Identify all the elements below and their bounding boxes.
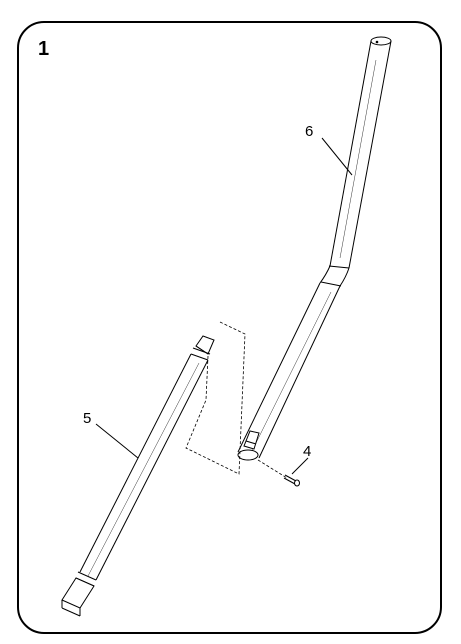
part-callout-4: 4 — [303, 443, 312, 460]
part-5-lower-tube — [61, 335, 215, 617]
panel-border — [17, 21, 442, 634]
leader-line-5 — [95, 423, 139, 459]
part-callout-6: 6 — [305, 123, 314, 140]
part-callout-5: 5 — [83, 410, 92, 427]
part-6-upper-tube — [237, 36, 392, 461]
alignment-guide — [185, 321, 246, 475]
leader-line-4 — [291, 457, 309, 475]
leader-line-6 — [321, 137, 353, 176]
step-number: 1 — [38, 38, 50, 60]
part-4-screw — [257, 459, 300, 487]
